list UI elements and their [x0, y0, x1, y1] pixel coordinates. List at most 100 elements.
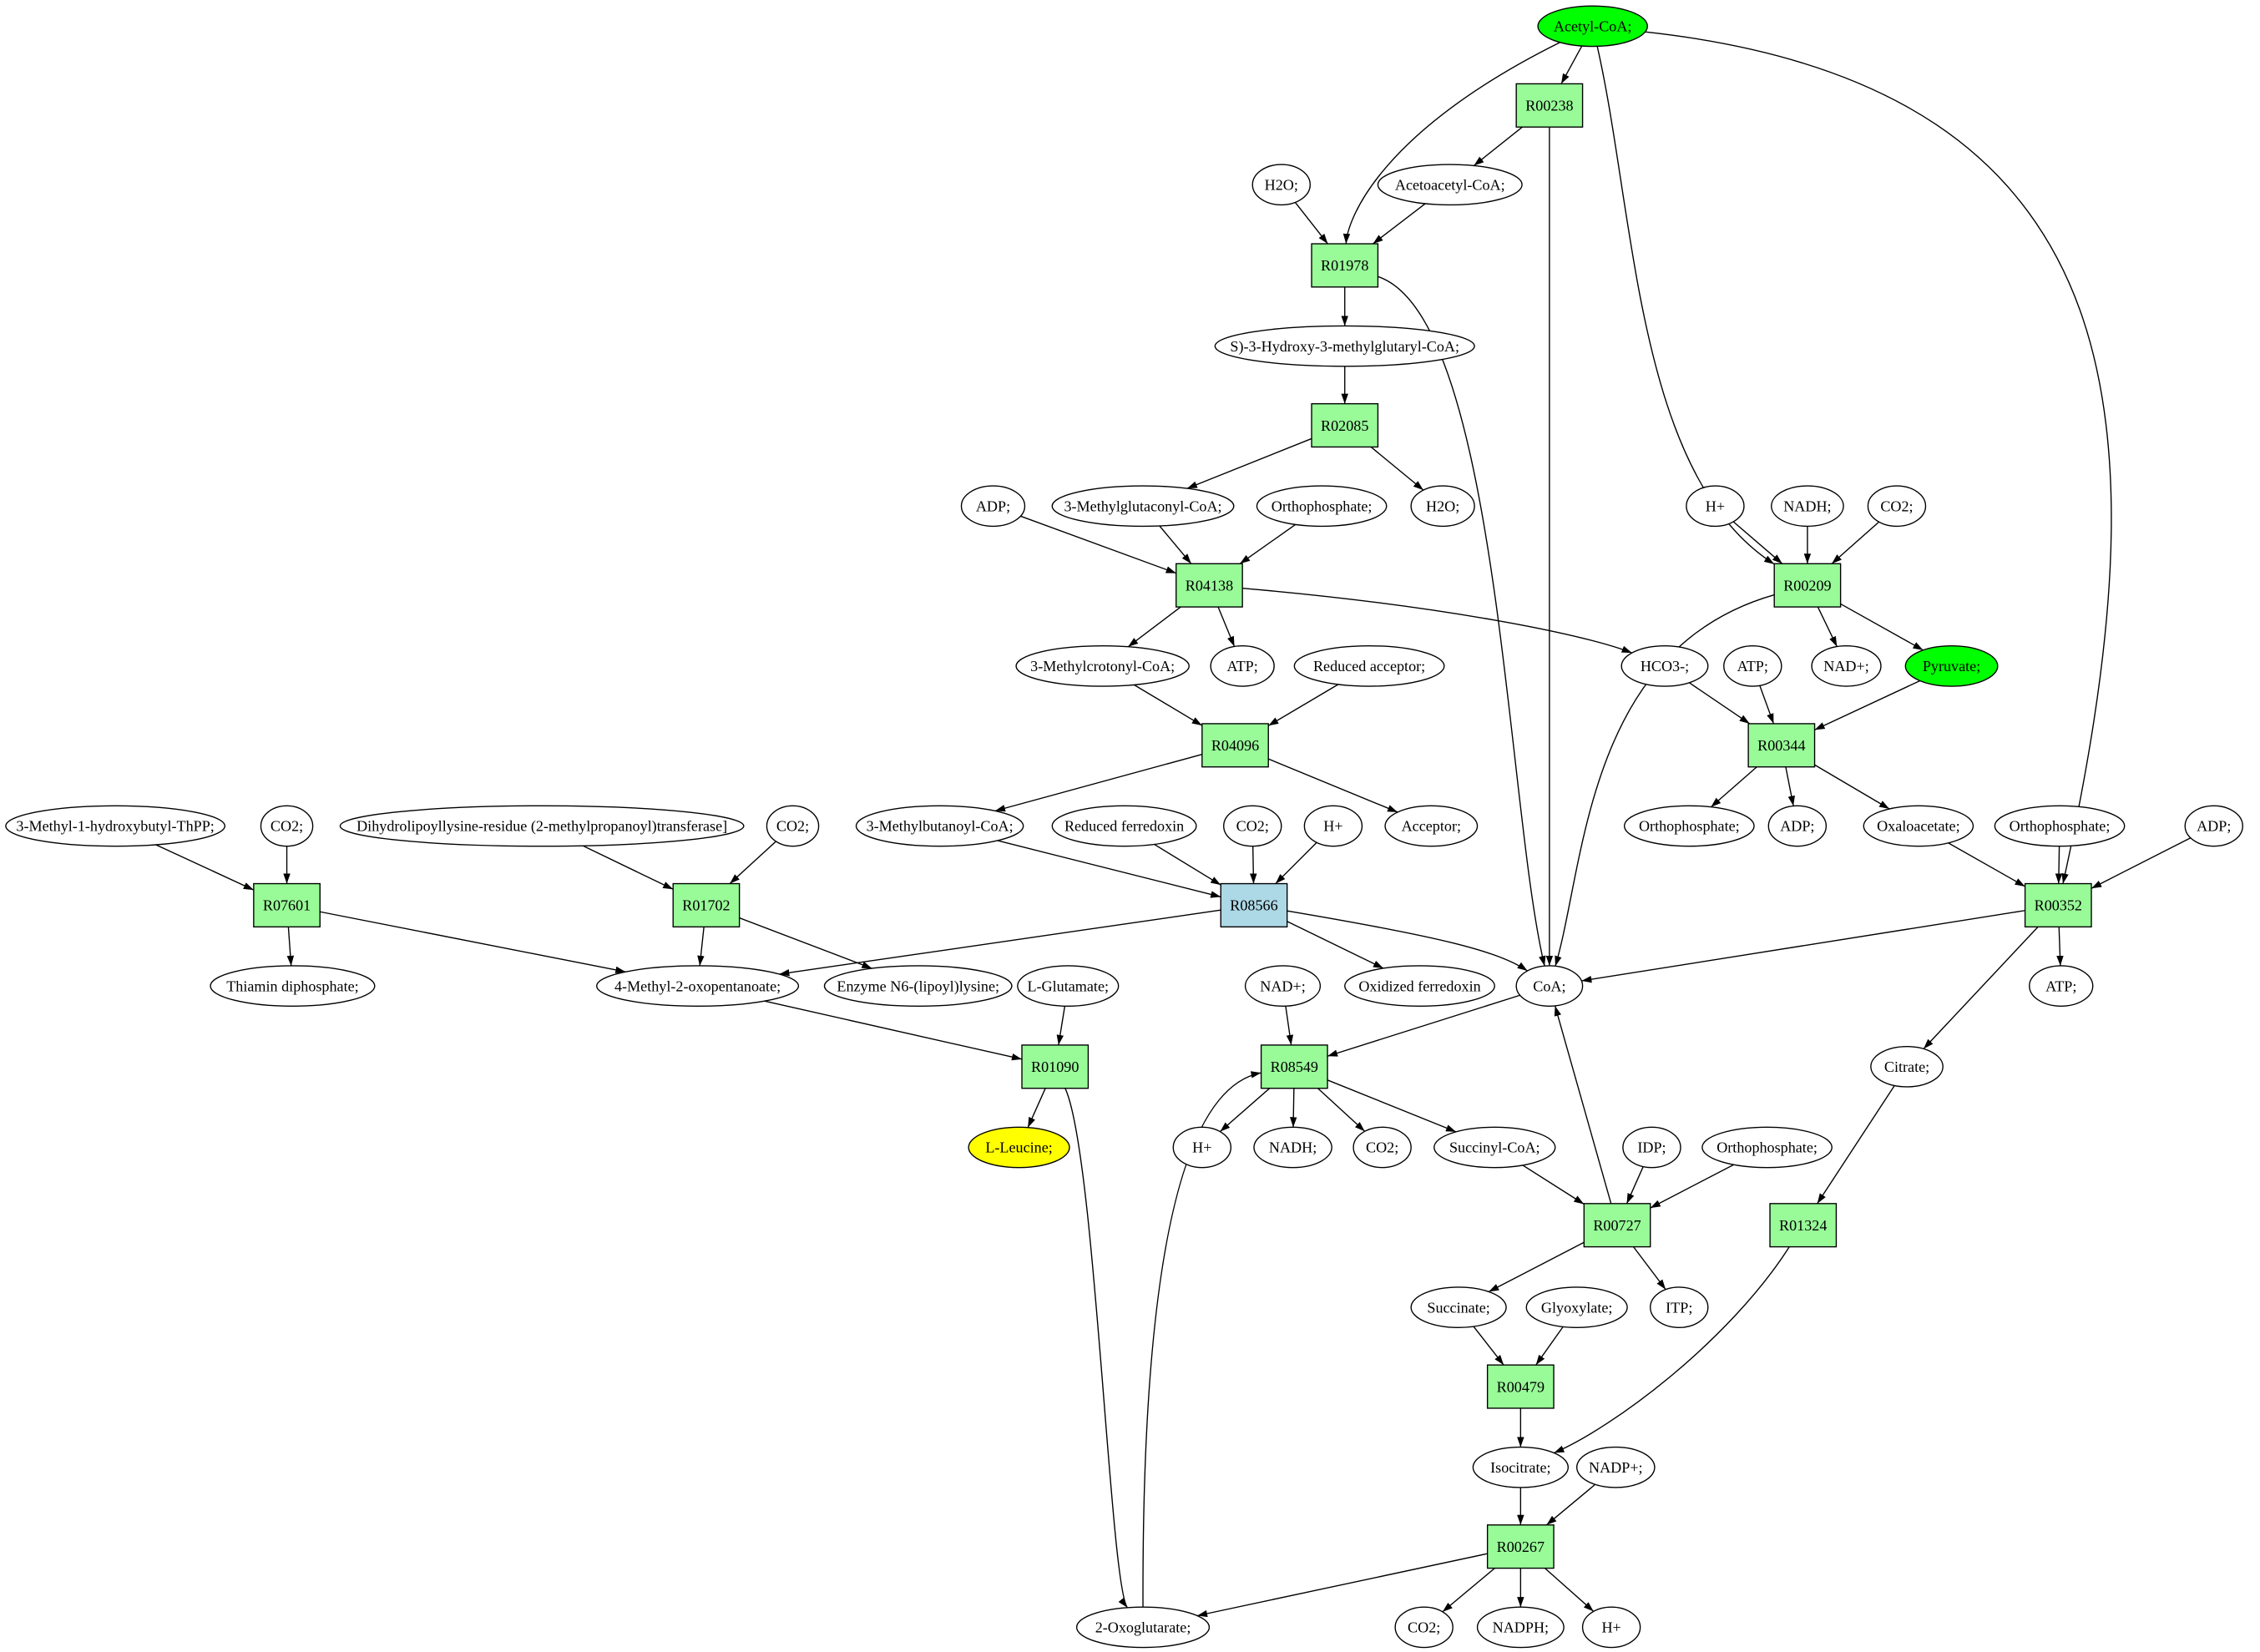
edge-R04138-to-atp_1: [1217, 606, 1236, 647]
compound-node-hp_3[interactable]: H+: [1303, 805, 1363, 847]
reaction-node-R04096[interactable]: R04096: [1201, 723, 1269, 768]
edge-lglu-to-R01090: [1056, 1006, 1066, 1046]
node-label: S)-3-Hydroxy-3-methylglutaryl-CoA;: [1230, 338, 1459, 356]
compound-node-acceptor[interactable]: Acceptor;: [1384, 805, 1479, 847]
compound-node-nadp_2[interactable]: NAD+;: [1811, 645, 1882, 687]
reaction-node-R07601[interactable]: R07601: [253, 882, 321, 928]
reaction-node-R02085[interactable]: R02085: [1311, 402, 1379, 448]
compound-node-acetylcoa[interactable]: Acetyl-CoA;: [1537, 5, 1648, 48]
compound-node-ortho_4[interactable]: Orthophosphate;: [1701, 1126, 1833, 1169]
compound-node-co2_4[interactable]: CO2;: [1352, 1126, 1412, 1169]
compound-ellipse: [1344, 965, 1495, 1007]
edges-layer: [155, 31, 2192, 1618]
compound-node-oxo[interactable]: 2-Oxoglutarate;: [1075, 1606, 1211, 1649]
reaction-node-R08566[interactable]: R08566: [1220, 882, 1288, 928]
compound-node-atp_3[interactable]: ATP;: [2029, 965, 2094, 1007]
compound-node-co2_2[interactable]: CO2;: [766, 805, 820, 847]
compound-node-citrate[interactable]: Citrate;: [1870, 1045, 1944, 1088]
edge-citrate-to-R01324: [1817, 1085, 1895, 1205]
compound-node-mbc[interactable]: 3-Methylbutanoyl-CoA;: [855, 805, 1024, 847]
reaction-box: [672, 882, 741, 928]
edge-R00727-to-itp: [1633, 1246, 1666, 1291]
reaction-node-R01978[interactable]: R01978: [1311, 243, 1379, 288]
node-label: ATP;: [1737, 658, 1768, 674]
reaction-node-R01324[interactable]: R01324: [1769, 1203, 1838, 1248]
node-label: 4-Methyl-2-oxopentanoate;: [614, 978, 781, 994]
reaction-node-R00209[interactable]: R00209: [1773, 563, 1842, 608]
node-label: ATP;: [2045, 978, 2076, 994]
compound-node-hp_5[interactable]: H+: [1581, 1606, 1641, 1649]
compound-node-nadp_1[interactable]: NAD+;: [1244, 965, 1322, 1007]
compound-node-enzn6[interactable]: Enzyme N6-(lipoyl)lysine;: [823, 965, 1013, 1007]
reaction-box: [1769, 1203, 1838, 1248]
compound-node-nadpp[interactable]: NADP+;: [1575, 1446, 1656, 1488]
edge-R00209-to-pyruvate: [1840, 603, 1924, 651]
compound-ellipse: [1051, 805, 1197, 847]
reaction-node-R00727[interactable]: R00727: [1583, 1203, 1651, 1248]
reaction-box: [1311, 243, 1379, 288]
compound-node-ortho_3[interactable]: Orthophosphate;: [1994, 805, 2126, 847]
compound-node-coa[interactable]: CoA;: [1515, 965, 1584, 1007]
reaction-node-R01702[interactable]: R01702: [672, 882, 741, 928]
compound-node-ortho_1[interactable]: Orthophosphate;: [1256, 485, 1388, 528]
compound-node-h2o_2[interactable]: H2O;: [1410, 485, 1475, 528]
compound-ellipse: [1686, 485, 1745, 528]
compound-node-thdp[interactable]: Thiamin diphosphate;: [210, 965, 376, 1007]
compound-node-co2_3[interactable]: CO2;: [1223, 805, 1282, 847]
compound-node-lglu[interactable]: L-Glutamate;: [1017, 965, 1120, 1007]
compound-node-hmg[interactable]: S)-3-Hydroxy-3-methylglutaryl-CoA;: [1214, 325, 1475, 367]
compound-node-mop[interactable]: 4-Methyl-2-oxopentanoate;: [596, 965, 800, 1007]
compound-ellipse: [1214, 325, 1475, 367]
compound-node-nadph[interactable]: NADPH;: [1476, 1606, 1565, 1649]
compound-node-co2_6[interactable]: CO2;: [1867, 485, 1927, 528]
compound-node-nadh_2[interactable]: NADH;: [1253, 1126, 1332, 1169]
compound-node-co2_5[interactable]: CO2;: [1394, 1606, 1454, 1649]
reaction-node-R00344[interactable]: R00344: [1747, 723, 1816, 768]
compound-node-mht[interactable]: 3-Methyl-1-hydroxybutyl-ThPP;: [5, 805, 226, 847]
compound-node-oxfer[interactable]: Oxidized ferredoxin: [1344, 965, 1495, 1007]
reaction-node-R00352[interactable]: R00352: [2024, 882, 2092, 928]
reaction-node-R00238[interactable]: R00238: [1515, 83, 1584, 128]
compound-ellipse: [766, 805, 820, 847]
compound-node-adp_1[interactable]: ADP;: [960, 485, 1026, 528]
edge-acetylcoa-to-R01978: [1342, 42, 1560, 245]
node-label: H2O;: [1426, 498, 1459, 514]
compound-node-dihydro[interactable]: Dihydrolipoyllysine-residue (2-methylpro…: [339, 805, 745, 847]
compound-node-hp_4[interactable]: H+: [1172, 1126, 1232, 1169]
compound-node-nadh_1[interactable]: NADH;: [1771, 485, 1844, 528]
compound-node-acetoacetylcoa[interactable]: Acetoacetyl-CoA;: [1377, 164, 1523, 206]
node-label: 3-Methylbutanoyl-CoA;: [867, 818, 1014, 835]
reaction-node-R00267[interactable]: R00267: [1486, 1524, 1555, 1569]
compound-node-adp_2[interactable]: ADP;: [1767, 805, 1828, 847]
compound-node-h2o_1[interactable]: H2O;: [1251, 164, 1311, 206]
compound-node-pyruvate[interactable]: Pyruvate;: [1904, 645, 1999, 687]
compound-ellipse: [2029, 965, 2094, 1007]
reaction-node-R04138[interactable]: R04138: [1176, 563, 1243, 608]
compound-node-itp[interactable]: ITP;: [1650, 1286, 1709, 1328]
compound-node-redacc[interactable]: Reduced acceptor;: [1293, 645, 1445, 687]
compound-ellipse: [1994, 805, 2126, 847]
compound-ellipse: [1303, 805, 1363, 847]
compound-node-adp_3[interactable]: ADP;: [2184, 805, 2243, 847]
compound-node-atp_1[interactable]: ATP;: [1210, 645, 1275, 687]
compound-node-hp_2[interactable]: H+: [1686, 485, 1745, 528]
reaction-node-R00479[interactable]: R00479: [1486, 1364, 1555, 1409]
compound-node-co2_1[interactable]: CO2;: [260, 805, 314, 847]
node-label: R04138: [1186, 577, 1233, 594]
compound-node-isocitrate[interactable]: Isocitrate;: [1472, 1446, 1570, 1488]
compound-node-oxaloacetate[interactable]: Oxaloacetate;: [1863, 805, 1974, 847]
compound-node-mgc[interactable]: 3-Methylglutaconyl-CoA;: [1051, 485, 1235, 528]
compound-node-succoa[interactable]: Succinyl-CoA;: [1433, 1126, 1556, 1169]
compound-node-atp_2[interactable]: ATP;: [1723, 645, 1782, 687]
reaction-node-R01090[interactable]: R01090: [1021, 1044, 1090, 1089]
compound-node-mcc[interactable]: 3-Methylcrotonyl-CoA;: [1015, 645, 1190, 687]
reaction-node-R08549[interactable]: R08549: [1260, 1044, 1328, 1089]
compound-node-succinate[interactable]: Succinate;: [1410, 1286, 1507, 1328]
compound-node-glyoxylate[interactable]: Glyoxylate;: [1525, 1286, 1628, 1328]
compound-node-idp[interactable]: IDP;: [1622, 1126, 1681, 1169]
node-label: CO2;: [1880, 498, 1913, 514]
compound-node-hco3[interactable]: HCO3-;: [1620, 645, 1709, 687]
compound-node-ortho_2[interactable]: Orthophosphate;: [1623, 805, 1755, 847]
compound-node-leu[interactable]: L-Leucine;: [968, 1126, 1070, 1169]
compound-node-redfer[interactable]: Reduced ferredoxin: [1051, 805, 1197, 847]
